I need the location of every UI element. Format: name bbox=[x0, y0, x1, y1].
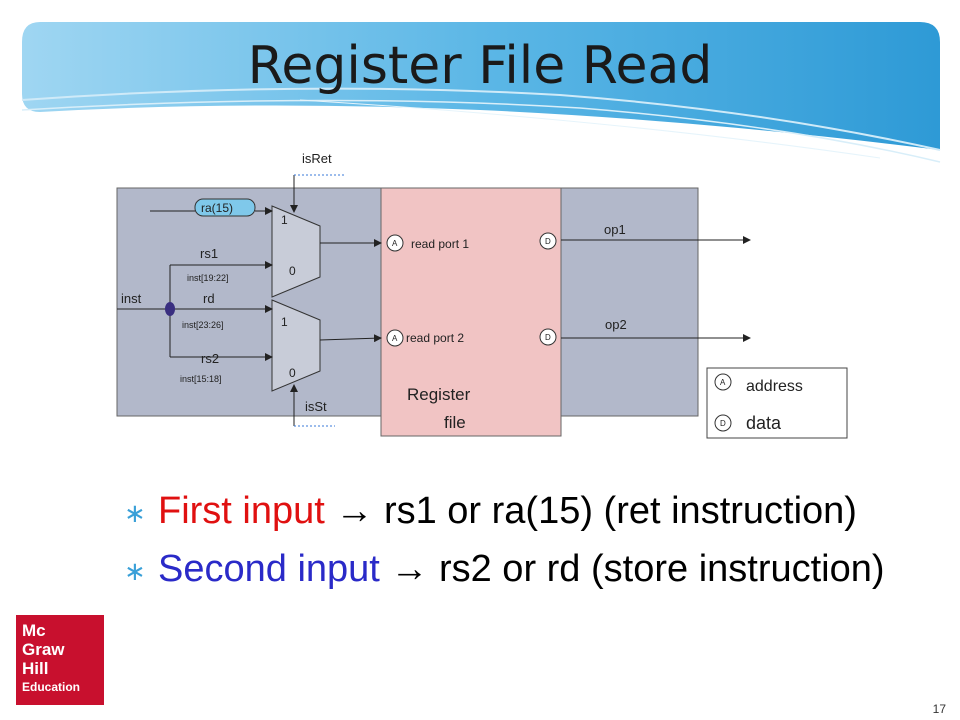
mux-bottom-one: 1 bbox=[281, 315, 288, 329]
bullet-star-icon: ∗ bbox=[124, 556, 146, 586]
legend-data-letter: D bbox=[720, 419, 726, 428]
bullet-highlight: Second input bbox=[158, 548, 380, 590]
rs2-label: rs2 bbox=[201, 351, 219, 366]
port1-data-letter: D bbox=[545, 237, 551, 246]
isst-label: isSt bbox=[305, 399, 327, 414]
mcgraw-hill-logo: Mc Graw Hill Education bbox=[16, 615, 104, 705]
page-title: Register File Read bbox=[247, 36, 713, 96]
port1-address bbox=[386, 234, 404, 252]
inst-label: inst bbox=[121, 291, 142, 306]
read-port-2-label: read port 2 bbox=[406, 331, 464, 345]
legend-address-circle bbox=[714, 373, 732, 391]
op2-label: op2 bbox=[605, 317, 627, 332]
rs2-bits-label: inst[15:18] bbox=[180, 374, 222, 384]
mux-top-zero: 0 bbox=[289, 264, 296, 278]
bullet-list: ∗ First input → rs1 or ra(15) (ret instr… bbox=[124, 488, 954, 604]
port1-data bbox=[539, 232, 557, 250]
title-banner bbox=[21, 22, 941, 163]
ra15-pill bbox=[194, 198, 256, 217]
port2-data bbox=[539, 328, 557, 346]
rd-label: rd bbox=[203, 291, 215, 306]
read-port-1-label: read port 1 bbox=[411, 237, 469, 251]
register-file-label-line1: Register bbox=[407, 385, 471, 404]
legend-address-letter: A bbox=[720, 378, 726, 387]
logo-line: Hill bbox=[22, 659, 49, 678]
register-file-box bbox=[380, 187, 562, 437]
rs1-label: rs1 bbox=[200, 246, 218, 261]
port1-address-letter: A bbox=[392, 239, 398, 248]
rd-bits-label: inst[23:26] bbox=[182, 320, 224, 330]
logo-line: Graw bbox=[22, 640, 65, 659]
ra15-label: ra(15) bbox=[201, 201, 233, 215]
port2-address bbox=[386, 329, 404, 347]
page-number: 17 bbox=[932, 702, 946, 716]
register-file-diagram: isRet ra(15) rs1 inst[19:22] inst rd ins… bbox=[116, 151, 848, 439]
bullet-highlight: First input bbox=[158, 490, 325, 532]
bullet-text: → rs1 or ra(15) (ret instruction) bbox=[324, 490, 857, 532]
logo-line: Education bbox=[22, 680, 81, 694]
legend-data-circle bbox=[714, 414, 732, 432]
isret-label: isRet bbox=[302, 151, 332, 166]
bullet-first-input: ∗ First input → rs1 or ra(15) (ret instr… bbox=[124, 488, 954, 534]
legend-data-label: data bbox=[746, 413, 782, 433]
bullet-star-icon: ∗ bbox=[124, 498, 146, 528]
register-file-label-line2: file bbox=[444, 413, 466, 432]
legend-address-label: address bbox=[746, 378, 803, 395]
logo-line: Mc bbox=[22, 621, 46, 640]
port2-data-letter: D bbox=[545, 333, 551, 342]
mux-top-one: 1 bbox=[281, 213, 288, 227]
op1-label: op1 bbox=[604, 222, 626, 237]
mux-bottom-zero: 0 bbox=[289, 366, 296, 380]
inst-junction bbox=[165, 302, 175, 316]
bullet-second-input: ∗ Second input → rs2 or rd (store instru… bbox=[124, 546, 954, 592]
bullet-text: → rs2 or rd (store instruction) bbox=[379, 548, 885, 590]
port2-address-letter: A bbox=[392, 334, 398, 343]
rs1-bits-label: inst[19:22] bbox=[187, 273, 229, 283]
